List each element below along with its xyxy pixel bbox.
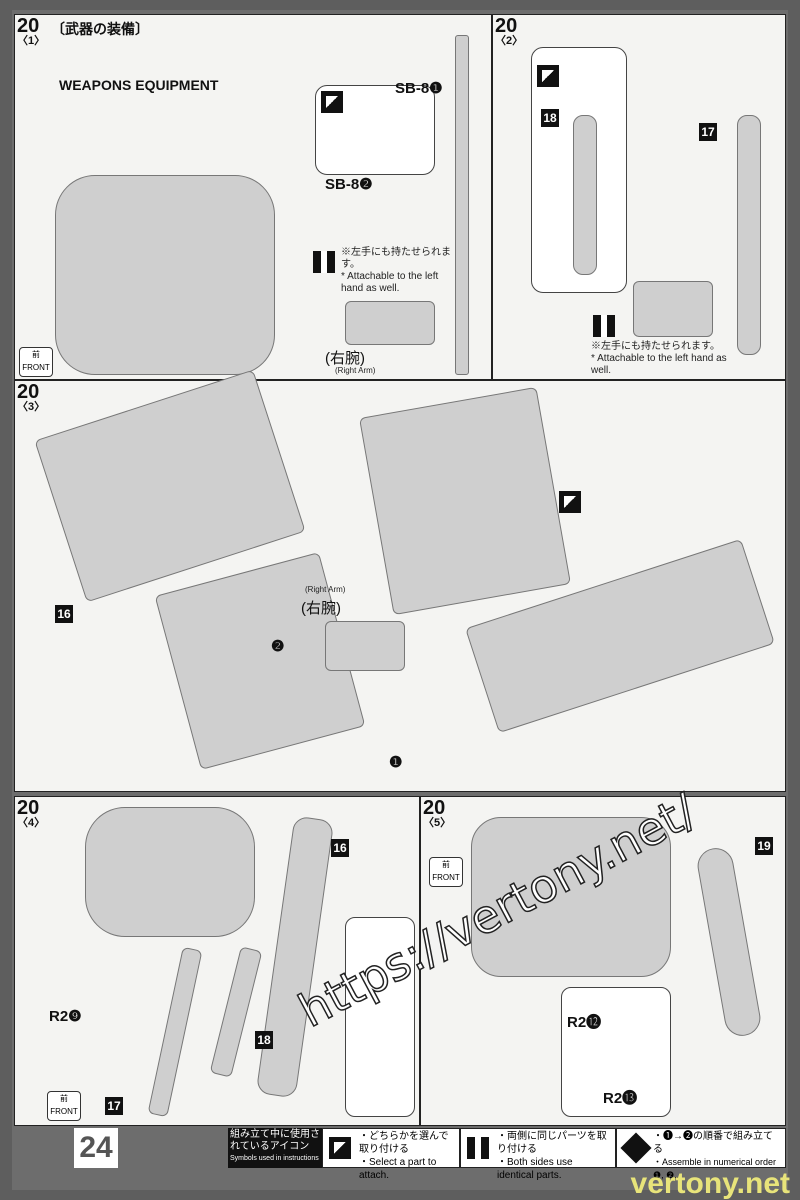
blade-18 xyxy=(209,946,263,1078)
step-number: 20〈1〉 xyxy=(17,15,46,47)
part-label-16: 16 xyxy=(55,605,73,623)
right-arm-part xyxy=(345,301,435,345)
step-number: 20〈2〉 xyxy=(495,15,524,47)
blade-17 xyxy=(147,946,203,1118)
detail-inset xyxy=(345,917,415,1117)
part-label-r2-13: R2⓭ xyxy=(603,1090,638,1107)
detail-inset xyxy=(561,987,671,1117)
gundam-figure xyxy=(55,175,275,375)
gn-blade-17 xyxy=(737,115,761,355)
gn-blade-18 xyxy=(573,115,597,275)
part-label-sb8-1: SB-8❶ xyxy=(395,80,443,97)
step-number: 20〈3〉 xyxy=(17,381,46,413)
title-jp: 〔武器の装備〕 xyxy=(51,21,149,37)
part-label-r2-9: R2❾ xyxy=(49,1008,82,1025)
part-label-19: 19 xyxy=(755,837,773,855)
title-en: WEAPONS EQUIPMENT xyxy=(59,77,219,93)
legend-order: ・❶→❷の順番で組み立てる・Assemble in numerical orde… xyxy=(616,1128,786,1180)
both-sides-icon xyxy=(593,315,615,337)
arm-label-en: (Right Arm) xyxy=(305,585,346,594)
part-label-17: 17 xyxy=(699,123,717,141)
select-part-icon xyxy=(321,91,343,113)
gundam-back-figure xyxy=(85,807,255,937)
shield-19 xyxy=(694,845,764,1039)
part-label-18: 18 xyxy=(255,1031,273,1049)
select-part-icon xyxy=(559,491,581,513)
part-label-sb8-2: SB-8❷ xyxy=(325,176,373,193)
part-label-r2-12: R2⓬ xyxy=(567,1014,602,1031)
arm-label-en: (Right Arm) xyxy=(335,366,376,375)
blade-16 xyxy=(255,815,335,1099)
page-number: 24 xyxy=(74,1128,118,1168)
both-sides-icon xyxy=(313,251,335,273)
arm-part xyxy=(633,281,713,337)
arm-label-jp: (右腕) xyxy=(301,600,341,617)
part-label-16: 16 xyxy=(331,839,349,857)
note: ※左手にも持たせられます。* Attachable to the left ha… xyxy=(591,341,727,376)
legend-both-sides: ・両側に同じパーツを取り付ける・Both sides use identical… xyxy=(460,1128,616,1181)
step-number: 20〈4〉 xyxy=(17,797,46,829)
watermark-logo: vertony.net xyxy=(630,1167,790,1200)
legend-select: ・どちらかを選んで取り付ける・Select a part to attach. xyxy=(322,1128,460,1181)
panel-20-2: 20〈2〉 18 17 ※左手にも持たせられます。* Attachable to… xyxy=(492,14,786,380)
beam-saber-part xyxy=(455,35,469,375)
both-sides-icon xyxy=(467,1137,489,1159)
step-number: 20〈5〉 xyxy=(423,797,452,829)
arm-label-jp: (右腕) xyxy=(325,350,365,367)
select-part-icon xyxy=(329,1137,351,1159)
order-diamond-icon xyxy=(620,1132,652,1164)
blade-assembly-3 xyxy=(359,386,571,616)
panel-20-1: 20〈1〉 〔武器の装備〕 WEAPONS EQUIPMENT SB-8❶ SB… xyxy=(14,14,492,380)
part-label-18: 18 xyxy=(541,109,559,127)
gundam-figure xyxy=(471,817,671,977)
note: ※左手にも持たせられます。* Attachable to the left ha… xyxy=(341,247,451,294)
part-label-17: 17 xyxy=(105,1097,123,1115)
right-arm-part xyxy=(325,621,405,671)
panel-20-3: 20〈3〉 16 (Right Arm) (右腕) ❷ ❶ xyxy=(14,369,786,792)
select-part-icon xyxy=(537,65,559,87)
order-2-marker: ❷ xyxy=(271,638,285,655)
order-1-marker: ❶ xyxy=(389,754,403,771)
